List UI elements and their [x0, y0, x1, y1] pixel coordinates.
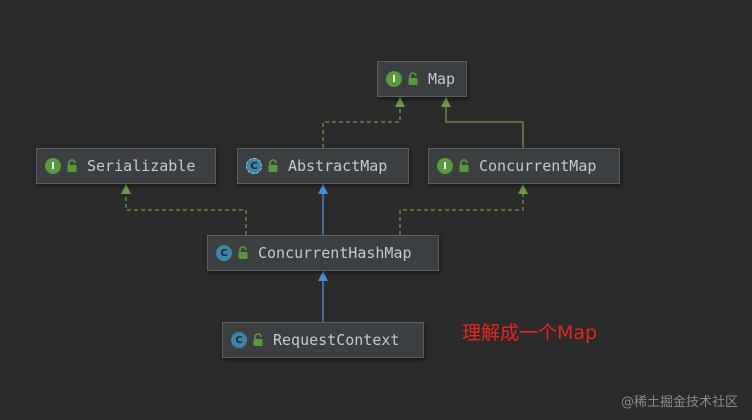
node-label: ConcurrentHashMap [258, 244, 412, 262]
public-lock-icon [238, 246, 248, 259]
public-lock-icon [459, 159, 469, 172]
edge-abstractmap-to-map [322, 97, 401, 148]
node-concurrenthashmap[interactable]: C ConcurrentHashMap [207, 235, 439, 271]
arrowhead-concurrenthashmap-to-serializable [121, 184, 131, 194]
interface-icon: I [45, 158, 61, 174]
class-icon: C [216, 245, 232, 261]
public-lock-icon [408, 72, 418, 85]
interface-icon: I [386, 71, 402, 87]
node-label: ConcurrentMap [479, 157, 597, 175]
edge-concurrenthashmap-to-serializable [125, 184, 247, 235]
edge-concurrentmap-to-map [445, 97, 524, 148]
public-lock-icon [253, 333, 263, 346]
class-icon: C [231, 332, 247, 348]
node-label: AbstractMap [288, 157, 388, 175]
node-requestcontext[interactable]: C RequestContext [222, 322, 424, 358]
public-lock-icon [268, 159, 278, 172]
node-label: Map [428, 70, 456, 88]
node-label: Serializable [87, 157, 196, 175]
node-map[interactable]: I Map [377, 61, 467, 97]
arrowhead-abstractmap-to-map [395, 97, 405, 107]
arrowhead-concurrentmap-to-map [441, 97, 451, 107]
edge-concurrenthashmap-to-concurrentmap [399, 184, 524, 235]
arrowhead-concurrenthashmap-to-concurrentmap [518, 184, 528, 194]
node-label: RequestContext [273, 331, 400, 349]
watermark-text: @稀土掘金技术社区 [620, 395, 738, 410]
public-lock-icon [67, 159, 77, 172]
node-concurrentmap[interactable]: I ConcurrentMap [428, 148, 620, 184]
interface-icon: I [437, 158, 453, 174]
annotation-text: 理解成一个Map [462, 322, 598, 344]
arrowhead-concurrenthashmap-to-abstractmap [318, 184, 328, 194]
node-abstractmap[interactable]: C AbstractMap [237, 148, 409, 184]
node-serializable[interactable]: I Serializable [36, 148, 216, 184]
abstract-class-icon: C [246, 158, 262, 174]
arrowhead-requestcontext-to-concurrenthashmap [318, 271, 328, 281]
